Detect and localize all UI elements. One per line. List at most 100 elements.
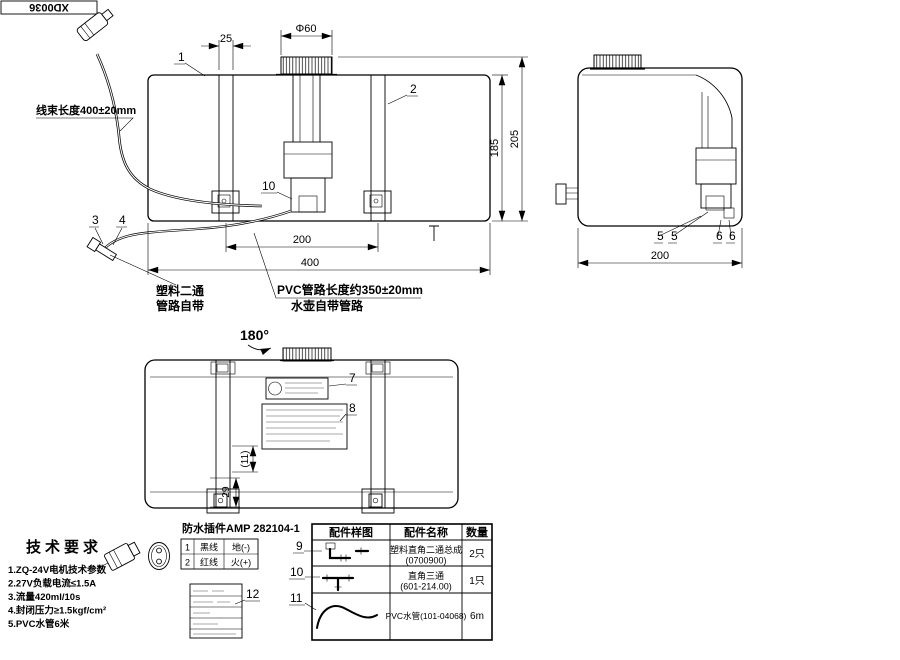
datum-mark: [429, 225, 439, 241]
callout-2-text: 2: [410, 82, 417, 96]
row2-code: (601-214.00): [400, 582, 452, 592]
rotation-note-text: 180°: [240, 327, 269, 343]
dim-11: (11): [232, 445, 258, 473]
spec-label-form: [189, 583, 243, 639]
tech-item-5: 5.PVC水管6米: [8, 618, 70, 630]
row2-qty: 1只: [469, 576, 485, 587]
dim-11-text: (11): [240, 450, 251, 467]
parts-table: 配件样图 配件名称 数量 塑料直角二通总成 (0700900) 2只 直角三通 …: [289, 523, 493, 641]
tube-fitting: [86, 236, 118, 262]
callout-12-text: 12: [246, 587, 260, 601]
harness-note-text: 线束长度400±20mm: [36, 103, 136, 117]
callout-10-table: 10: [289, 565, 320, 580]
dim-29-text: 29: [221, 486, 232, 498]
dim-25-text: 25: [220, 33, 232, 45]
callout-10-table-text: 10: [290, 565, 304, 579]
callout-6-pair: 6 6: [713, 219, 736, 244]
part-sample-tube: [316, 605, 378, 629]
strap-right-bottom: [361, 360, 395, 514]
tech-item-1: 1.ZQ-24V电机技术参数: [8, 564, 107, 576]
callout-9-text: 9: [296, 539, 303, 553]
fitting-note-line2: 管路自带: [156, 298, 204, 313]
dim-205-text: 205: [509, 130, 521, 148]
dim-200-front-text: 200: [293, 234, 311, 246]
callout-3-text: 3: [92, 213, 99, 227]
row1-name: 塑料直角二通总成: [390, 544, 462, 555]
dim-29: 29: [210, 477, 240, 508]
pin-1-no: 1: [185, 543, 190, 553]
callout-8-text: 8: [349, 401, 356, 415]
callout-1: 1: [174, 50, 206, 77]
harness-connector: [76, 8, 114, 42]
wire-harness: [76, 8, 263, 208]
callout-5-pair: 5 5: [654, 211, 709, 244]
side-view: 5 5 6 6 200: [555, 54, 743, 268]
tube-fitting-side: [555, 183, 578, 205]
connector-drawing: [100, 541, 170, 571]
pin-2-role: 火(+): [231, 558, 251, 568]
tech-title: 技术要求: [26, 538, 102, 556]
dim-185: 185: [489, 74, 508, 221]
rotation-note: 180°: [240, 327, 272, 355]
dim-phi60: Φ60: [280, 23, 333, 55]
tech-item-4: 4.封闭压力≥1.5kgf/cm²: [8, 605, 106, 617]
part-sample-elbow: [325, 542, 370, 562]
row3-name: PVC水管(101-04068): [386, 611, 467, 621]
title-block: XD0036: [0, 0, 98, 15]
callout-5-text: 5: [657, 229, 664, 243]
dim-205: 205: [338, 56, 528, 222]
dim-400: 400: [147, 223, 491, 275]
callout-6-text: 6: [729, 229, 736, 243]
callout-12: 12: [234, 587, 260, 605]
tank-body-side: [577, 67, 743, 227]
pump-assembly-side: [695, 147, 737, 219]
tech-requirements: 技术要求 1.ZQ-24V电机技术参数 2.27V负载电流≤1.5A 3.流量4…: [8, 538, 107, 630]
harness-length-note: 线束长度400±20mm: [36, 103, 136, 132]
filler-cap-front: [276, 56, 337, 76]
callout-7-text: 7: [349, 371, 356, 385]
header-quantity: 数量: [466, 525, 488, 539]
front-view: 25 Φ60 185 205 200 400 1: [36, 8, 528, 313]
pin-2-no: 2: [185, 558, 190, 568]
callout-11-table: 11: [289, 591, 317, 611]
filler-cap-bottom: [280, 347, 334, 362]
row1-qty: 2只: [469, 549, 485, 560]
connector-title: 防水插件AMP 282104-1: [182, 521, 300, 535]
pvc-note: PVC管路长度约350±20mm 水壶自带管路: [253, 232, 423, 313]
dim-200-front: 200: [225, 223, 379, 252]
bottom-view: 7 8 (11) 29: [144, 347, 459, 514]
row1-code: (0700900): [405, 556, 446, 566]
pump-assembly-front: [283, 75, 333, 213]
callout-11-table-text: 11: [290, 591, 303, 605]
pvc-note-line2: 水壶自带管路: [291, 298, 364, 313]
callout-10-text: 10: [262, 179, 276, 193]
filler-cap-side: [590, 54, 645, 70]
tech-item-3: 3.流量420ml/10s: [8, 591, 80, 603]
callout-2: 2: [387, 82, 418, 105]
pump-recess-curve: [695, 74, 733, 148]
strap-left-bottom: [206, 360, 240, 514]
pin-1-role: 地(-): [232, 542, 250, 553]
label-plate-large: [261, 403, 348, 450]
callout-7: 7: [328, 371, 357, 387]
outlet-tube: [86, 209, 292, 262]
callout-9: 9: [293, 539, 322, 554]
pin-2-wire: 红线: [200, 557, 218, 568]
callout-3: 3: [89, 213, 104, 245]
callout-4-text: 4: [119, 213, 126, 227]
callout-10: 10: [261, 179, 293, 200]
pin-table: 1 黑线 地(-) 2 红线 火(+): [180, 538, 259, 570]
fitting-note-line1: 塑料二通: [156, 283, 204, 298]
dim-400-text: 400: [301, 257, 319, 269]
callout-4: 4: [112, 213, 127, 246]
callout-6-text: 6: [716, 229, 723, 243]
pvc-note-line1: PVC管路长度约350±20mm: [277, 282, 423, 297]
dim-25: 25: [201, 33, 251, 70]
dim-185-text: 185: [489, 139, 501, 157]
header-name: 配件名称: [404, 525, 448, 539]
header-sample: 配件样图: [329, 525, 373, 539]
callout-1-text: 1: [178, 50, 185, 64]
tank-body-front: [147, 74, 491, 222]
